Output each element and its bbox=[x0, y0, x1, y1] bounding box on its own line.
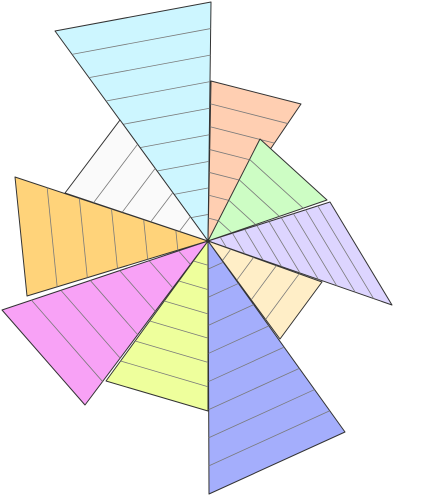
wedge-lavender-band-line bbox=[305, 209, 356, 293]
wedge-cyan-band-line bbox=[105, 81, 211, 102]
wedge-orange-band-line bbox=[46, 187, 58, 287]
wedge-lime bbox=[105, 240, 209, 412]
wedge-green-band-line bbox=[218, 220, 233, 234]
wedge-magenta-band-line bbox=[148, 260, 174, 289]
wedge-lime-shape bbox=[105, 240, 209, 412]
wedge-cyan-band-line bbox=[122, 107, 210, 125]
wedge-lavender-band-line bbox=[244, 229, 264, 261]
wedge-cream bbox=[207, 240, 323, 340]
wedge-magenta-band-line bbox=[89, 280, 139, 335]
wedge-magenta-band-line bbox=[31, 299, 103, 382]
wedge-lime-band-line bbox=[149, 320, 209, 339]
wedge-green-band-line bbox=[249, 159, 304, 209]
wedge-orange-band-line bbox=[78, 198, 88, 278]
wedge-white-band-line bbox=[93, 143, 138, 203]
wedge-green-band-line bbox=[228, 199, 256, 225]
wedge-cyan-band-line bbox=[190, 214, 209, 219]
wedge-lavender-band-line bbox=[219, 236, 227, 248]
wedge-magenta-band-line bbox=[60, 290, 121, 359]
wedge-blue-band-line bbox=[208, 283, 239, 298]
wedge-salmon-band-line bbox=[210, 103, 288, 124]
wedge-blue-band-line bbox=[208, 410, 330, 467]
wedge-lavender-band-line bbox=[256, 225, 282, 267]
wedge-orange-band-line bbox=[143, 219, 149, 260]
wedge-cyan-band-line bbox=[173, 187, 209, 195]
wedge-lime-band-line bbox=[135, 340, 209, 363]
wedge-cream-band-line bbox=[265, 273, 300, 320]
wedge-cyan-band-line bbox=[156, 160, 210, 172]
wedge-blue-band-line bbox=[208, 367, 300, 411]
wedge-cream-band-line bbox=[222, 248, 232, 261]
wedge-blue-band-line bbox=[208, 346, 285, 382]
wedge-white bbox=[64, 119, 209, 242]
wedge-lime-band-line bbox=[164, 300, 209, 315]
wedge-cream-band-line bbox=[250, 265, 277, 301]
wedge-white-band-line bbox=[179, 216, 191, 232]
wedge-lavender-band-line bbox=[268, 221, 301, 274]
wedge-lavender-band-line bbox=[293, 213, 338, 287]
wedge-green-shape bbox=[207, 138, 328, 242]
wedge-lime-band-line bbox=[178, 280, 209, 290]
wedge-lime-band-line bbox=[193, 260, 209, 266]
center-point bbox=[206, 239, 210, 243]
wedge-magenta-band-line bbox=[178, 250, 191, 265]
wedge-blue-band-line bbox=[208, 304, 254, 326]
wedge-lavender-band-line bbox=[232, 232, 246, 255]
wedge-blue-band-line bbox=[208, 325, 270, 354]
wedge-magenta-band-line bbox=[119, 270, 156, 312]
wedge-blue-band-line bbox=[208, 389, 315, 439]
wedge-cream-shape bbox=[207, 240, 323, 340]
wedge-cyan-band-line bbox=[88, 54, 211, 79]
wedge-cream-band-line bbox=[236, 257, 254, 281]
wedge-lavender-band-line bbox=[317, 205, 374, 299]
wedge-magenta bbox=[1, 240, 209, 406]
wedge-blue-band-line bbox=[207, 261, 224, 270]
wedge-salmon-band-line bbox=[210, 126, 275, 144]
wedge-orange-band-line bbox=[175, 230, 179, 251]
wedge-orange-band-line bbox=[111, 208, 118, 269]
wedge-lavender bbox=[207, 201, 393, 306]
wedge-magenta-shape bbox=[1, 240, 209, 406]
wedge-green-band-line bbox=[238, 179, 280, 217]
wedge-white-band-line bbox=[150, 192, 174, 223]
wedge-lime-band-line bbox=[120, 360, 209, 388]
wedge-lavender-band-line bbox=[280, 217, 319, 280]
wedge-cyan-band-line bbox=[71, 28, 211, 55]
wedge-green bbox=[207, 138, 328, 242]
wedge-cyan-band-line bbox=[139, 134, 210, 149]
wedge-blue bbox=[207, 240, 346, 495]
wedge-cyan bbox=[54, 1, 212, 242]
wedge-white-band-line bbox=[121, 168, 156, 213]
wedge-white-shape bbox=[64, 119, 209, 242]
